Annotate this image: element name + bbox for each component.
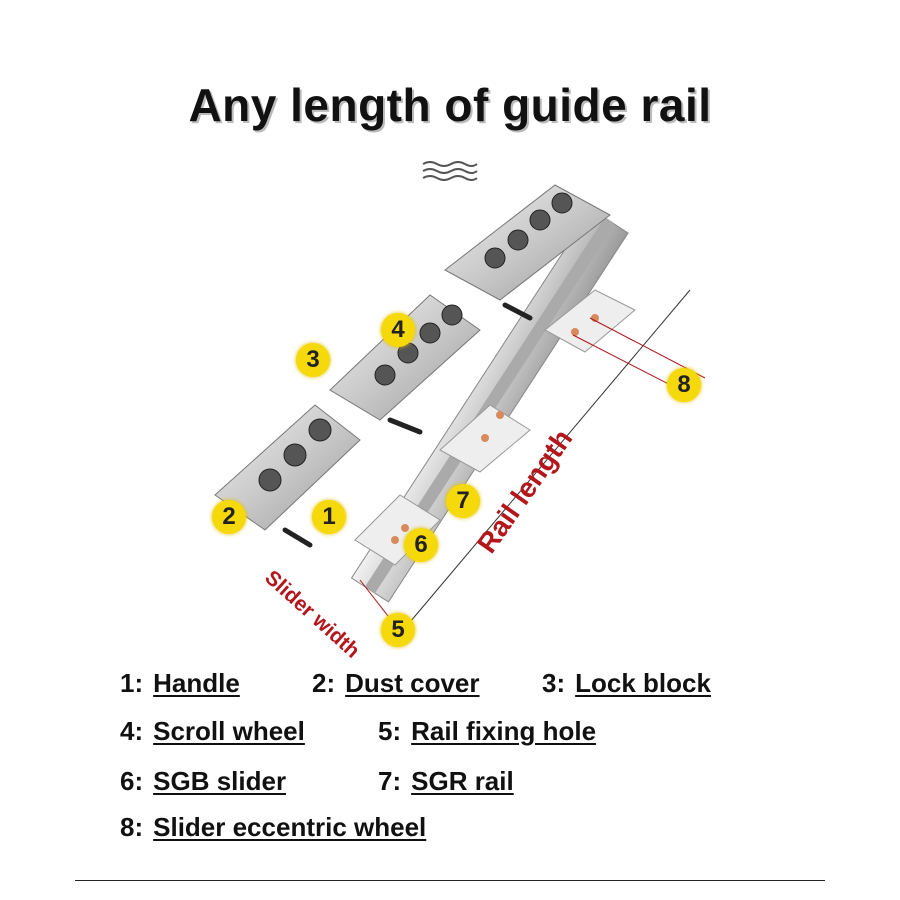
legend-item-3: 3:Lock block — [542, 668, 711, 698]
handles — [282, 302, 533, 548]
page-title: Any length of guide rail — [188, 79, 712, 131]
legend-item-6: 6:SGB slider — [120, 766, 287, 796]
rail-length-line — [404, 289, 691, 629]
badge-4: 4 — [381, 313, 415, 347]
wavy-lines-icon — [422, 161, 478, 181]
legend-item-7: 7:SGR rail — [378, 766, 514, 796]
divider — [75, 880, 825, 881]
legend-item-2: 2:Dust cover — [312, 668, 480, 698]
badge-1: 1 — [312, 500, 346, 534]
legend-item-4: 4:Scroll wheel — [120, 716, 305, 746]
badge-6: 6 — [404, 528, 438, 562]
scroll-wheels — [258, 192, 573, 492]
badge-5: 5 — [381, 613, 415, 647]
badge-2: 2 — [212, 500, 246, 534]
badge-3: 3 — [296, 343, 330, 377]
badge-8: 8 — [667, 368, 701, 402]
badge-7: 7 — [446, 484, 480, 518]
legend-item-1: 1:Handle — [120, 668, 240, 698]
legend-item-8: 8:Slider eccentric wheel — [120, 812, 427, 842]
legend-item-5: 5:Rail fixing hole — [378, 716, 597, 746]
